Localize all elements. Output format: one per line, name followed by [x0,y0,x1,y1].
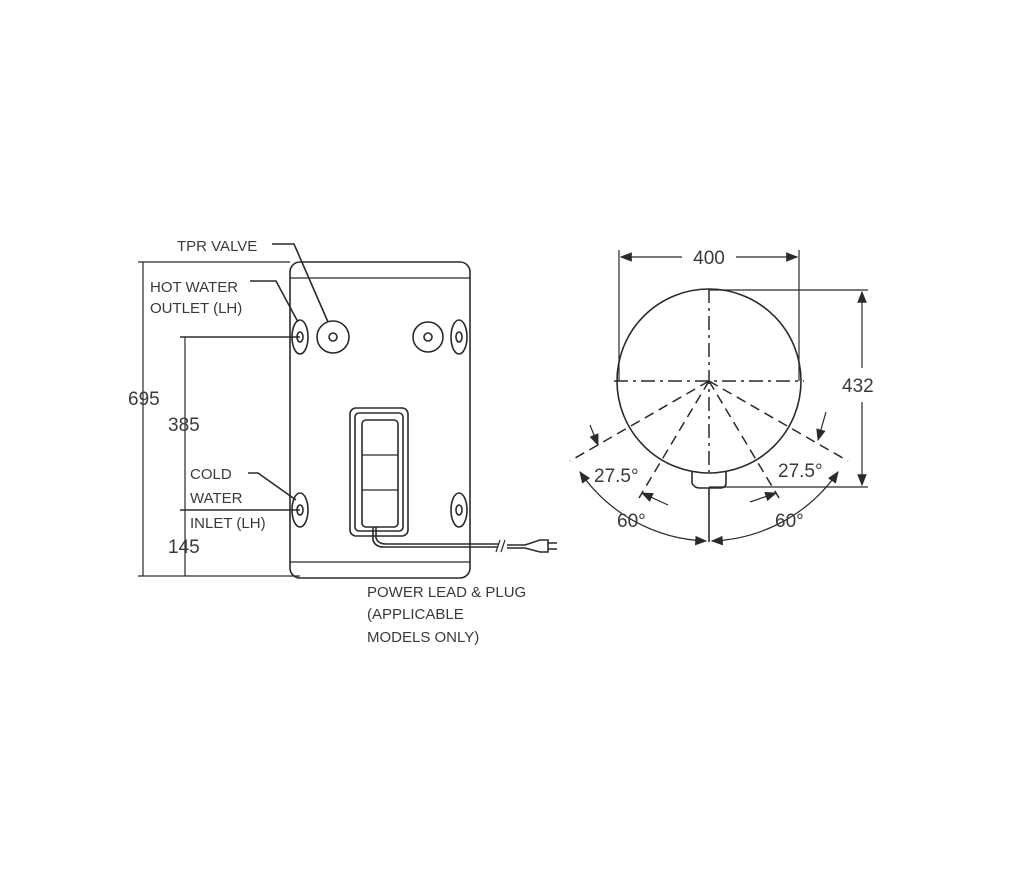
label-cold-water-line2: WATER [190,490,243,507]
angle-right-outer: 60° [775,511,804,532]
bottom-fitting [691,472,727,489]
label-power-line3: MODELS ONLY) [367,629,479,646]
top-view: 400 432 27.5° 27.5° 60° 60° [569,248,874,546]
label-tpr-valve: TPR VALVE [177,238,257,255]
label-power-line2: (APPLICABLE [367,606,464,623]
dimension-400: 400 [693,248,725,269]
label-cold-water-line3: INLET (LH) [190,515,266,532]
dimension-432: 432 [842,376,874,397]
dimension-385: 385 [168,415,200,436]
angle-left-outer: 60° [617,511,646,532]
angle-right-inner: 27.5° [778,461,823,482]
tank-body [289,261,471,579]
dimension-695: 695 [128,389,160,410]
element-cover [349,407,409,537]
height-dimension [138,261,300,577]
tpr-valve-fitting [316,320,350,354]
angle-left-inner: 27.5° [594,466,639,487]
label-hot-water-line1: HOT WATER [150,279,238,296]
right-lower-fitting [450,492,468,528]
power-lead-and-plug [372,527,557,553]
dimension-145: 145 [168,537,200,558]
front-view: 695 385 145 TPR VALVE HOT WATER OUTLET (… [128,238,557,646]
right-upper-fitting [412,319,468,355]
label-power-line1: POWER LEAD & PLUG [367,584,526,601]
label-hot-water-line2: OUTLET (LH) [150,300,242,317]
label-cold-water-line1: COLD [190,466,232,483]
